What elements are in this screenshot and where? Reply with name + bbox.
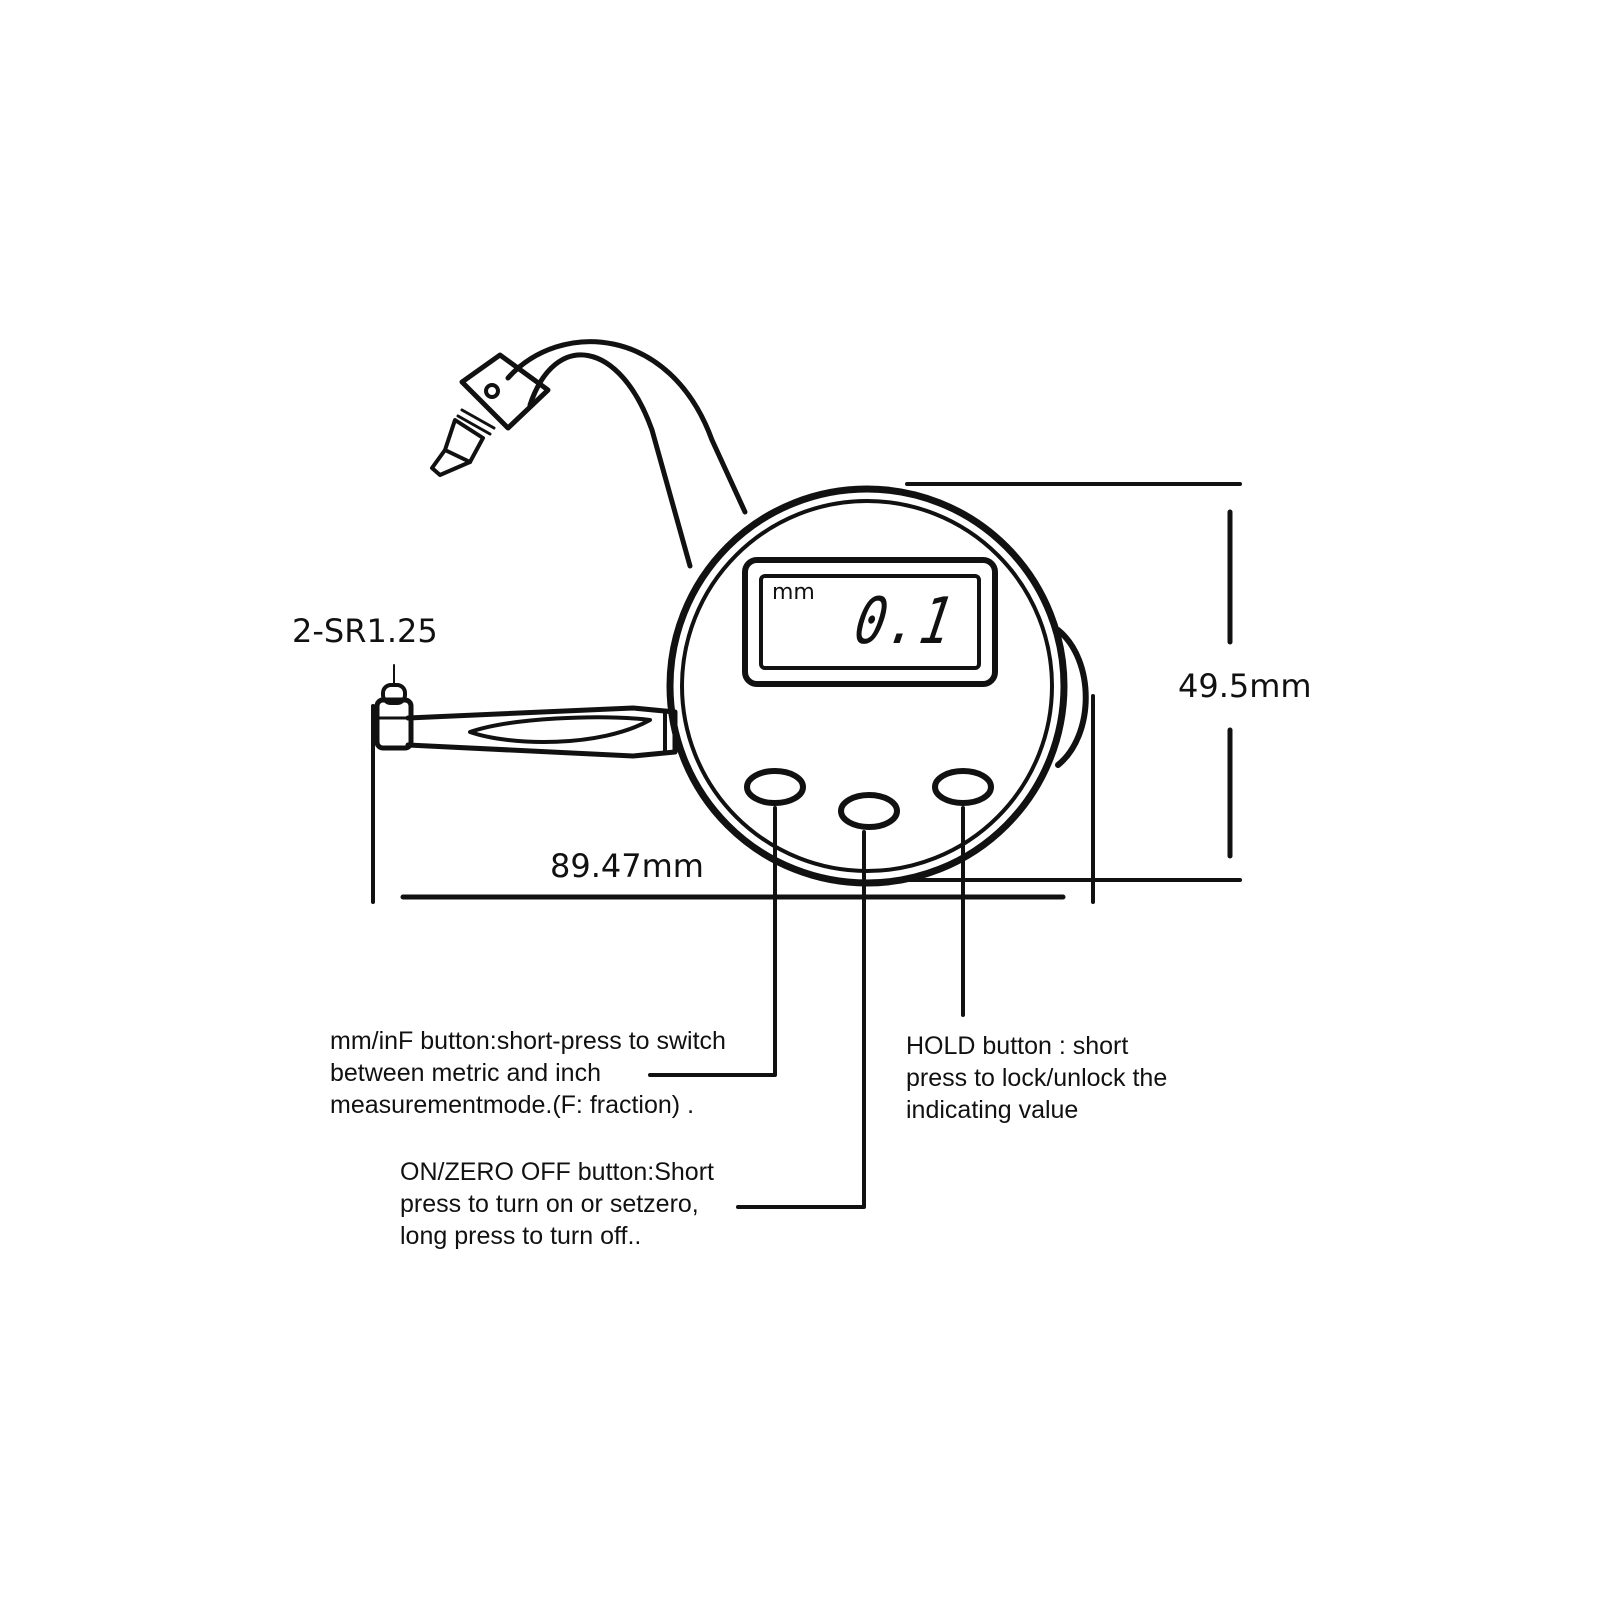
lower-arm-slot [468, 715, 652, 744]
lcd-frame [742, 557, 998, 687]
lower-contact-tip [374, 664, 414, 751]
leader-on-zero [736, 830, 866, 1209]
tip-radius-label: 2-SR1.25 [292, 612, 438, 650]
hold-callout-line: indicating value [906, 1096, 1079, 1124]
upper-contact-head [430, 352, 551, 477]
on-zero-off-callout: ON/ZERO OFF button:Short press to turn o… [400, 1156, 714, 1252]
lower-arm [405, 705, 678, 759]
on-zero-callout-line: press to turn on or setzero, [400, 1190, 699, 1218]
mm-inf-callout: mm/inF button:short-press to switch betw… [330, 1025, 726, 1121]
on-zero-off-button [838, 792, 900, 830]
gauge-bezel-outer [666, 485, 1068, 887]
mm-inf-callout-line: mm/inF button:short-press to switch [330, 1027, 726, 1055]
on-zero-callout-line: ON/ZERO OFF button:Short [400, 1158, 714, 1186]
gauge-bezel-inner [680, 499, 1054, 873]
hold-callout: HOLD button : short press to lock/unlock… [906, 1030, 1167, 1126]
on-zero-callout-line: long press to turn off.. [400, 1222, 642, 1250]
hold-callout-line: HOLD button : short [906, 1032, 1129, 1060]
upper-arm [527, 352, 693, 569]
lcd-window [759, 574, 981, 670]
lcd-unit: mm [772, 580, 815, 605]
hold-button [932, 768, 994, 806]
mm-inf-button [744, 768, 806, 806]
battery-cap [1055, 627, 1089, 768]
upper-arm-inner [505, 339, 748, 515]
mm-inf-callout-line: measurementmode.(F: fraction) . [330, 1091, 695, 1119]
lcd-value: 0.1 [849, 585, 960, 659]
height-dimension-label: 49.5mm [1178, 667, 1312, 705]
width-dimension-label: 89.47mm [550, 847, 704, 885]
mm-inf-callout-line: between metric and inch [330, 1059, 601, 1087]
hold-callout-line: press to lock/unlock the [906, 1064, 1168, 1092]
